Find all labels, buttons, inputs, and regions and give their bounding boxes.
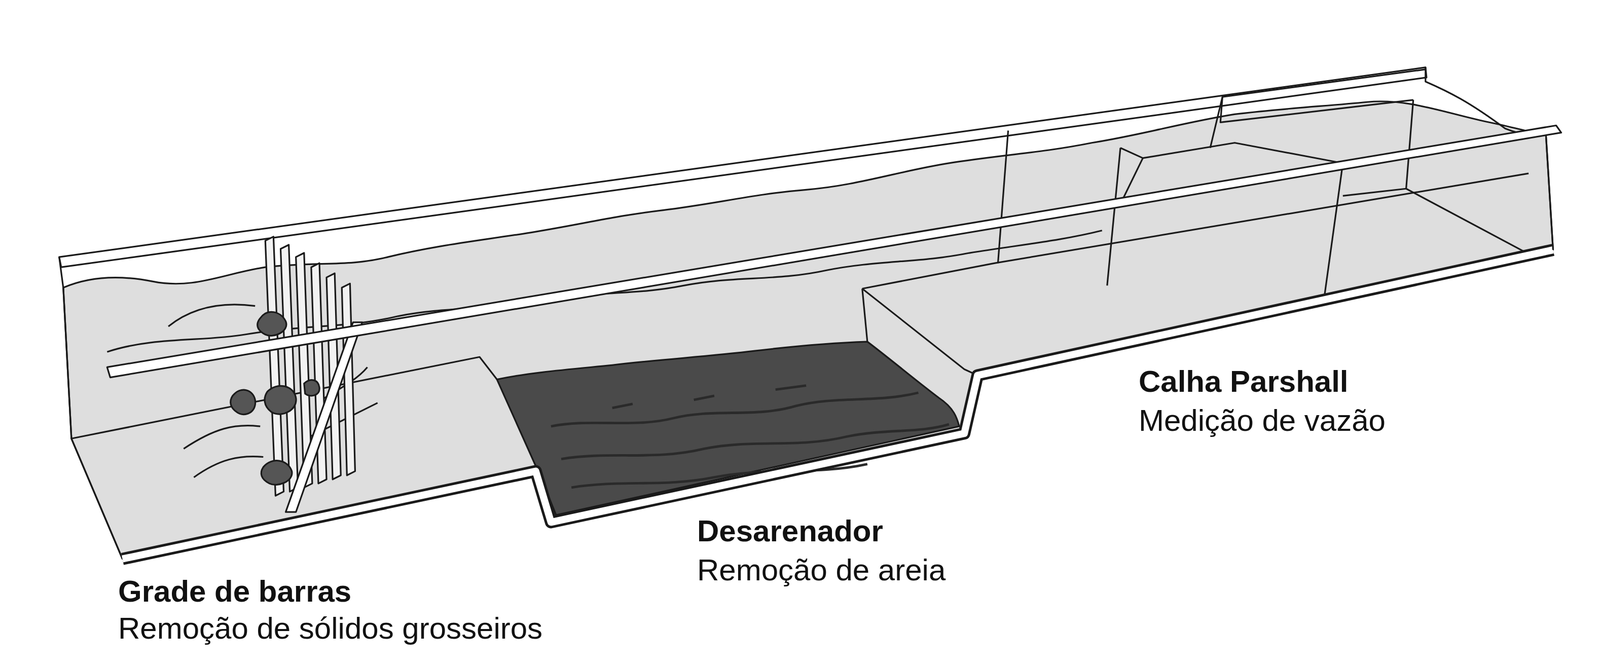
flume-edge: [1120, 142, 1343, 164]
flume-edge: [1210, 69, 1426, 149]
sand-ripple: [612, 385, 807, 409]
screen-frame: [285, 322, 363, 513]
drawing-part: [59, 67, 1562, 560]
back-wall-rim: [59, 67, 1427, 268]
screen-bar: [341, 283, 355, 476]
flume-edge: [1324, 163, 1343, 297]
front-wall-section: [122, 249, 1554, 560]
flume-edge: [1406, 99, 1532, 256]
debris: [264, 385, 297, 415]
screen-bar: [280, 244, 299, 492]
front-rail: [106, 125, 1561, 378]
front-wall-section: [122, 249, 1554, 560]
chamber-wall: [862, 288, 978, 376]
sand-ripple: [551, 392, 919, 427]
chamber-wall: [997, 130, 1008, 264]
part-heading: Desarenador: [697, 513, 884, 549]
flow-line: [183, 425, 261, 450]
flow-line: [193, 456, 264, 478]
debris: [257, 311, 287, 336]
part-function: Medição de vazão: [1138, 403, 1386, 439]
flume-edge: [1425, 67, 1547, 136]
part-heading: Calha Parshall: [1138, 364, 1349, 399]
flume-edge: [1220, 96, 1413, 123]
debris: [230, 389, 256, 415]
chamber-wall: [862, 288, 868, 342]
flume-edge: [1342, 188, 1407, 196]
flow-line: [168, 304, 256, 327]
part-heading: Grade de barras: [118, 573, 352, 609]
end-face: [59, 257, 123, 560]
part-function: Remoção de areia: [697, 552, 946, 588]
part-function: Remoção de sólidos grosseiros: [118, 610, 543, 646]
chamber-wall: [1107, 148, 1121, 286]
debris: [261, 460, 293, 486]
debris: [304, 380, 320, 396]
front-wall-section: [1545, 134, 1553, 250]
